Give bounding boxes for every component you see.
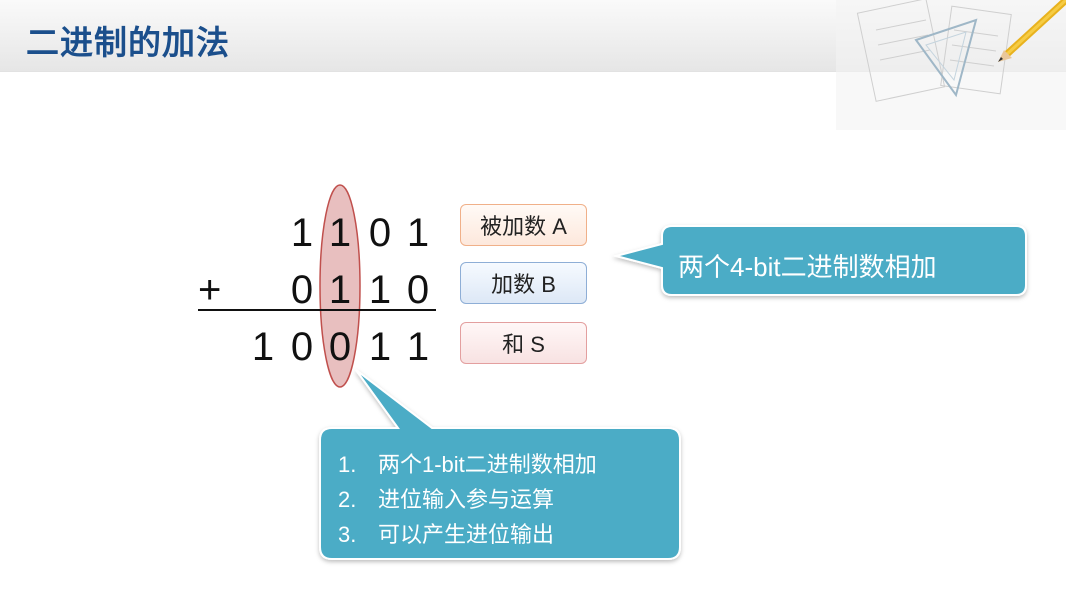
summary-callout-text: 两个4-bit二进制数相加 <box>678 247 937 284</box>
bit-notes-list: 1.两个1-bit二进制数相加 2.进位输入参与运算 3.可以产生进位输出 <box>338 447 597 552</box>
sum-digit: 1 <box>248 327 278 367</box>
sum-row: 1 0 0 1 1 <box>0 327 1 367</box>
sum-line <box>198 309 436 311</box>
operand-b-digit: 1 <box>365 270 395 310</box>
list-item-text: 进位输入参与运算 <box>378 487 554 512</box>
page-title: 二进制的加法 <box>26 16 230 64</box>
operand-a-digit: 1 <box>325 213 355 253</box>
operand-b-digit: 0 <box>403 270 433 310</box>
operand-b-label: 加数 B <box>460 262 587 304</box>
drafting-tools-decoration <box>826 0 1066 130</box>
operand-b-row: 0 1 1 0 <box>0 270 1 310</box>
list-item-text: 可以产生进位输出 <box>378 522 554 547</box>
operand-b-digit: 1 <box>325 270 355 310</box>
list-item-text: 两个1-bit二进制数相加 <box>378 452 597 477</box>
plus-sign: + <box>198 270 221 310</box>
list-item: 3.可以产生进位输出 <box>338 517 597 552</box>
sum-digit: 1 <box>403 327 433 367</box>
operand-b-digit: 0 <box>287 270 317 310</box>
list-item-number: 3. <box>338 517 378 552</box>
sum-label: 和 S <box>460 322 587 364</box>
list-item: 1.两个1-bit二进制数相加 <box>338 447 597 482</box>
sum-digit: 1 <box>365 327 395 367</box>
operand-a-row: 1 1 0 1 <box>0 213 1 253</box>
operand-a-digit: 0 <box>365 213 395 253</box>
sum-digit: 0 <box>325 327 355 367</box>
operand-a-digit: 1 <box>287 213 317 253</box>
operand-a-label: 被加数 A <box>460 204 587 246</box>
list-item-number: 2. <box>338 482 378 517</box>
operand-a-digit: 1 <box>403 213 433 253</box>
sum-digit: 0 <box>287 327 317 367</box>
list-item-number: 1. <box>338 447 378 482</box>
list-item: 2.进位输入参与运算 <box>338 482 597 517</box>
